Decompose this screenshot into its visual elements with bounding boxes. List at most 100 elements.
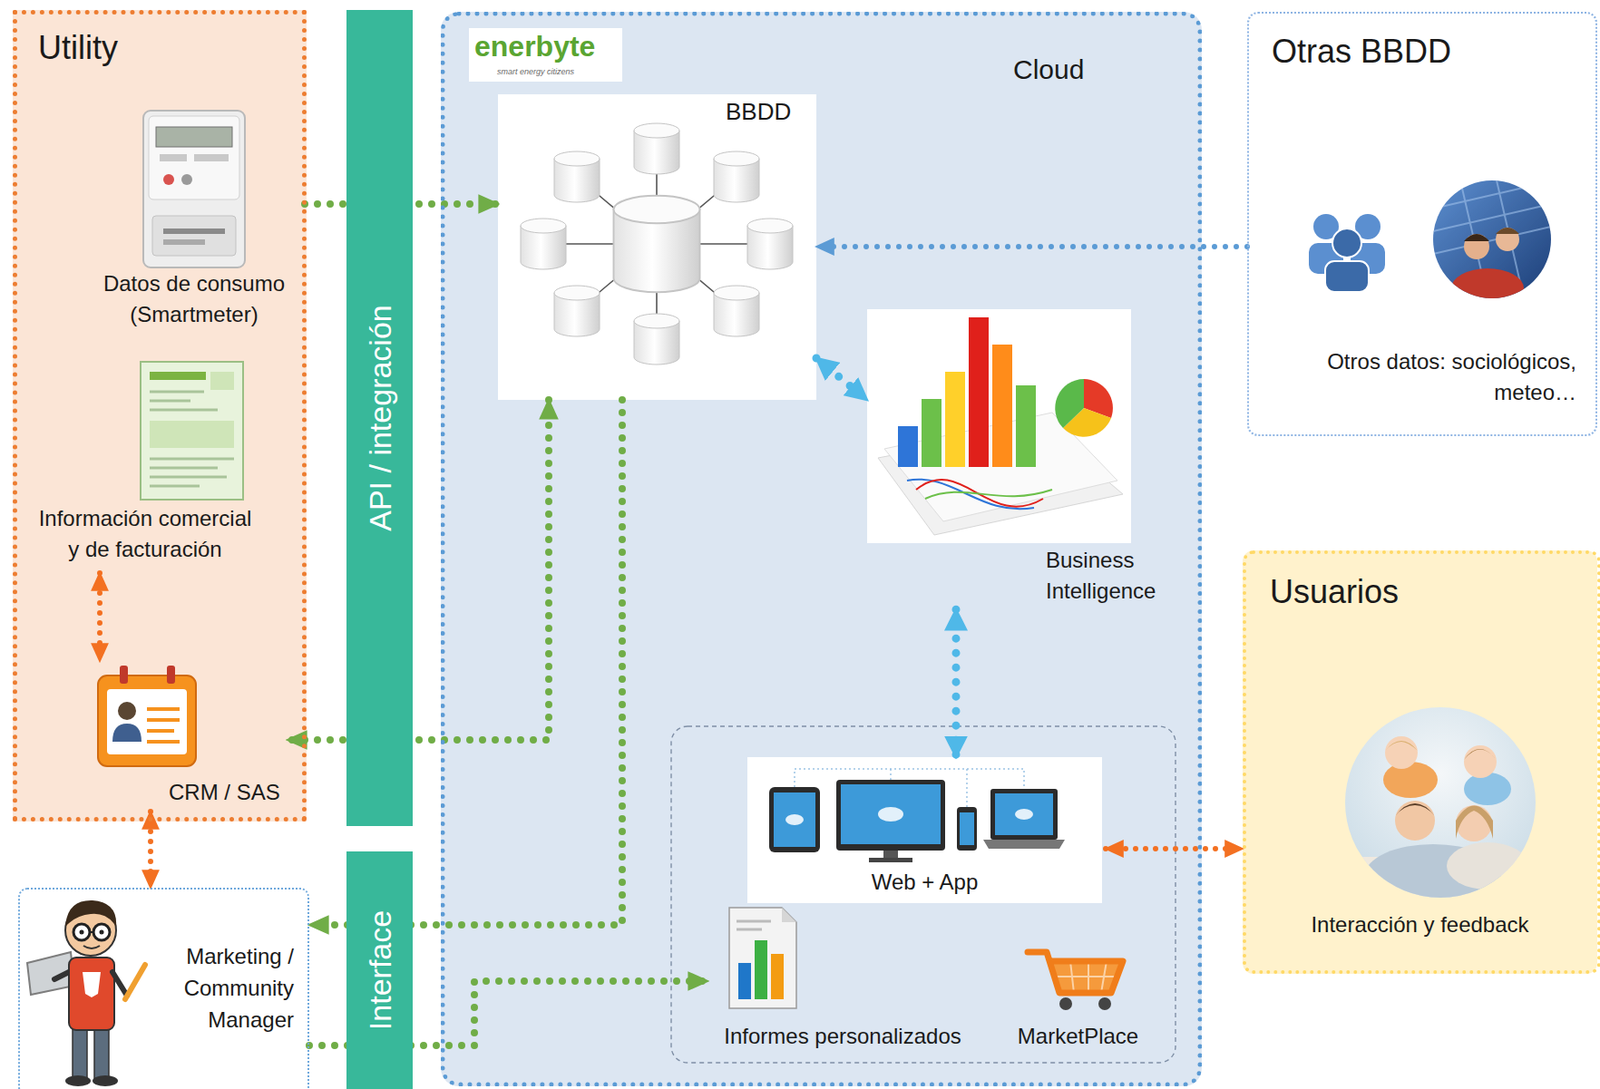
community-manager-figure	[89, 931, 94, 934]
dotted-arrow	[1105, 846, 1243, 852]
family-photo	[1385, 736, 1418, 770]
devices-illustration	[983, 839, 1065, 849]
crm-card-icon	[166, 665, 176, 684]
community-manager-figure	[125, 965, 146, 1000]
panel-note: Otros datos: sociológicos, meteo…	[1302, 346, 1577, 408]
band-label: API / integración	[360, 304, 399, 531]
panel-title: Cloud	[1013, 50, 1084, 89]
panel-title: Otras BBDD	[1271, 29, 1452, 75]
community-manager-figure	[92, 1075, 118, 1087]
invoice-icon	[210, 371, 235, 391]
people-icon	[1308, 214, 1386, 293]
solar-photo	[1463, 234, 1490, 242]
item-label: Informes personalizados	[707, 1021, 978, 1053]
family-photo	[1463, 772, 1512, 806]
connector-group	[99, 204, 1248, 1046]
community-manager-figure	[73, 924, 90, 941]
bi-chart-illustration	[1015, 385, 1036, 468]
crm-card-icon	[97, 675, 196, 767]
report-icon	[754, 940, 768, 1000]
devices-illustration	[868, 858, 913, 863]
smartmeter-icon	[163, 228, 225, 235]
item-label: Web + App	[747, 867, 1103, 898]
panel-title: Utility	[38, 25, 118, 71]
community-manager-figure	[65, 900, 117, 927]
bi-chart-illustration	[968, 317, 989, 468]
smartmeter-icon	[163, 239, 205, 245]
community-manager-figure	[99, 930, 105, 936]
cart-icon	[1055, 961, 1117, 994]
smartmeter-icon	[163, 174, 175, 186]
database-illustration	[614, 195, 701, 293]
community-manager-figure	[79, 930, 85, 936]
people-icon	[1332, 228, 1362, 258]
report-icon	[770, 954, 784, 1000]
crm-card-icon	[146, 729, 175, 733]
report-icon	[738, 963, 752, 1000]
devices-illustration	[956, 807, 977, 851]
family-photo	[1395, 800, 1435, 841]
bi-chart-illustration	[867, 309, 1132, 544]
item-label: Datos de consumo (Smartmeter)	[87, 268, 302, 330]
users-panel: UsuariosInteracción y feedback	[1242, 550, 1600, 975]
smartmeter-icon	[159, 154, 187, 162]
report-icon	[781, 907, 797, 923]
cart-icon	[1059, 997, 1073, 1011]
marketing-panel: Marketing / Community Manager	[18, 887, 310, 1089]
devices-illustration	[747, 757, 1103, 904]
item-label: CRM / SAS	[168, 777, 281, 809]
report-icon	[736, 920, 771, 924]
devices-illustration	[990, 789, 1058, 840]
invoice-icon	[149, 400, 191, 403]
report-icon	[736, 928, 762, 932]
devices-illustration	[773, 792, 816, 848]
database-illustration	[554, 151, 600, 203]
dotted-arrow	[952, 609, 961, 758]
smartmeter-icon	[152, 215, 236, 256]
billing-item: Información comercial y de facturación	[18, 361, 273, 574]
marketplace-item: MarketPlace	[1007, 944, 1152, 1056]
family-photo	[1385, 741, 1418, 752]
smartmeter-icon	[194, 154, 229, 162]
bi-item: Business Intelligence	[867, 309, 1175, 610]
invoice-icon	[149, 485, 200, 488]
database-box: BBDD	[497, 94, 817, 400]
devices-illustration	[836, 780, 946, 851]
bi-chart-illustration	[921, 399, 942, 468]
invoice-icon	[149, 420, 235, 449]
crm-card-icon	[146, 718, 180, 722]
api-band: API / integración	[346, 9, 413, 827]
cart-icon	[1027, 952, 1123, 994]
smartmeter-icon	[181, 174, 193, 186]
family-photo	[1455, 806, 1493, 840]
people-icon	[1325, 261, 1369, 293]
devices-illustration	[747, 757, 1103, 904]
report-icon	[729, 907, 797, 1009]
community-manager-figure	[27, 900, 146, 1087]
smartmeter-item: Datos de consumo (Smartmeter)	[87, 110, 305, 343]
crm-card-icon	[107, 689, 187, 755]
item-label: MarketPlace	[1007, 1021, 1149, 1053]
community-manager-figure	[94, 1026, 109, 1080]
bi-chart-illustration	[945, 371, 966, 468]
box-title: BBDD	[725, 95, 791, 128]
database-illustration	[634, 313, 680, 365]
panel-grounds	[1242, 550, 1598, 975]
logo-tagline: smart energy citizens	[497, 67, 575, 78]
report-item: Informes personalizados	[707, 907, 982, 1056]
panel-title: Usuarios	[1269, 569, 1399, 615]
database-illustration	[634, 123, 680, 175]
family-photo	[1383, 761, 1438, 799]
dotted-arrow	[816, 243, 1248, 250]
database-illustration	[747, 218, 793, 270]
community-manager-figure	[72, 1026, 88, 1080]
band-label: Interface	[360, 910, 399, 1031]
crm-card-icon	[146, 740, 180, 744]
invoice-icon	[149, 467, 218, 470]
family-photo	[1395, 803, 1435, 817]
solar-photo	[1495, 227, 1520, 235]
family-photo	[1345, 707, 1536, 907]
smartmeter-icon	[148, 116, 240, 200]
invoice-icon	[149, 476, 227, 479]
